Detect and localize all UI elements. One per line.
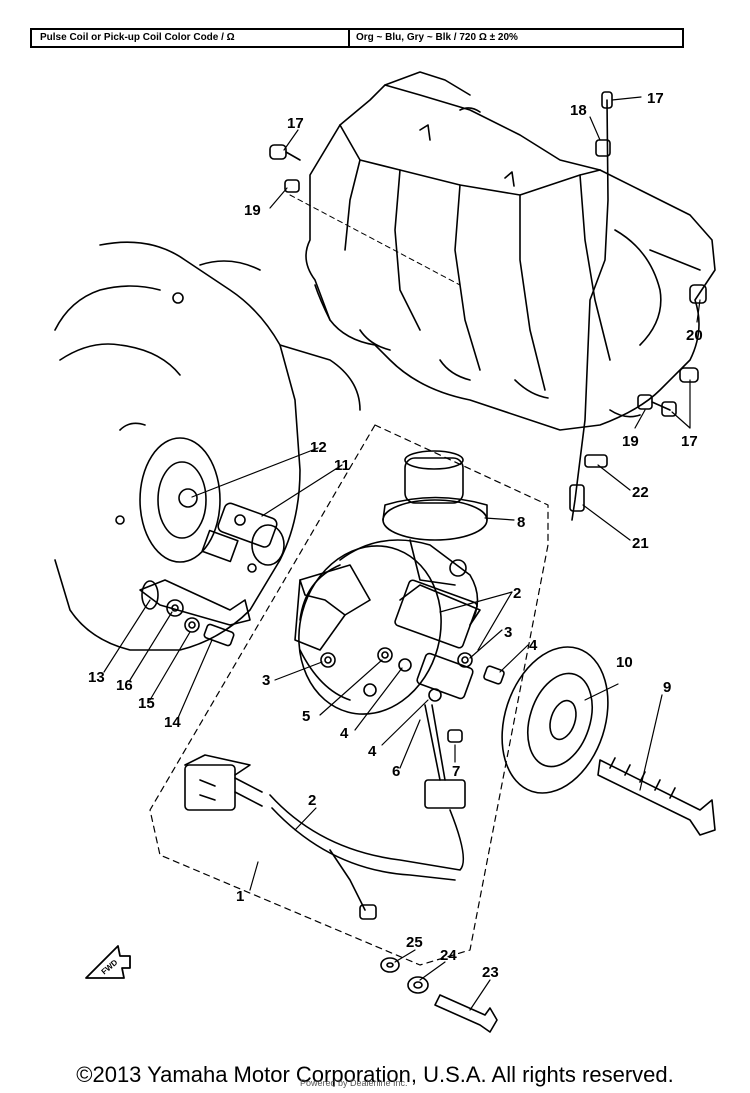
callout-19a: 19: [244, 202, 261, 219]
callout-5: 5: [302, 708, 310, 725]
leader-lines: [103, 96, 701, 1011]
callout-16: 16: [116, 677, 133, 694]
callout-17a: 17: [287, 115, 304, 132]
callout-24: 24: [440, 947, 457, 964]
callout-21: 21: [632, 535, 649, 552]
spec-table: Pulse Coil or Pick-up Coil Color Code / …: [30, 28, 684, 48]
callout-3b: 3: [262, 672, 270, 689]
callout-17b: 17: [647, 90, 664, 107]
callout-13: 13: [88, 669, 105, 686]
callout-4b: 4: [340, 725, 349, 742]
watermark: Powered by Dealerline Inc.: [300, 1078, 408, 1088]
flywheel: [501, 646, 716, 836]
callout-2b: 2: [308, 792, 316, 809]
crankcase-cover: [54, 241, 361, 651]
callout-22: 22: [632, 484, 649, 501]
callout-9: 9: [663, 679, 671, 696]
callout-3a: 3: [504, 624, 512, 641]
callout-19b: 19: [622, 433, 639, 450]
callout-1: 1: [236, 888, 244, 905]
screws: [320, 647, 505, 743]
copyright-notice: ©2013 Yamaha Motor Corporation, U.S.A. A…: [76, 1062, 674, 1087]
callout-4c: 4: [368, 743, 377, 760]
harness-clamps: [269, 91, 707, 521]
callout-11: 11: [334, 457, 350, 474]
pickup-coil-assembly: [201, 502, 285, 573]
callout-25: 25: [406, 934, 423, 951]
callout-17c: 17: [681, 433, 698, 450]
rotor-hub: [139, 437, 221, 563]
stator-plate: [298, 539, 479, 715]
fwd-arrow-icon: [85, 945, 131, 979]
callout-4a: 4: [529, 637, 538, 654]
spec-label: Pulse Coil or Pick-up Coil Color Code / …: [32, 30, 350, 46]
callout-numbers: 17 18 17 19 20 19 17 22 21 12 11 8 2 3 4…: [88, 90, 703, 981]
governor: [382, 450, 488, 586]
callout-6: 6: [392, 763, 400, 780]
callout-12: 12: [310, 439, 327, 456]
callout-20: 20: [686, 327, 703, 344]
bracket-and-bolt: [139, 579, 251, 647]
callout-8: 8: [517, 514, 525, 531]
callout-23: 23: [482, 964, 499, 981]
wire-harness: [184, 704, 466, 920]
stator-assembly-boundary: [149, 424, 549, 966]
callout-15: 15: [138, 695, 155, 712]
callout-14: 14: [164, 714, 181, 731]
bottom-bolt-washers: [380, 957, 498, 1033]
engine-block: [305, 71, 716, 431]
spec-value: Org ~ Blu, Gry ~ Blk / 720 Ω ± 20%: [356, 32, 518, 43]
callout-10: 10: [616, 654, 633, 671]
callout-18: 18: [570, 102, 587, 119]
callout-2a: 2: [513, 585, 521, 602]
callout-7: 7: [452, 763, 460, 780]
